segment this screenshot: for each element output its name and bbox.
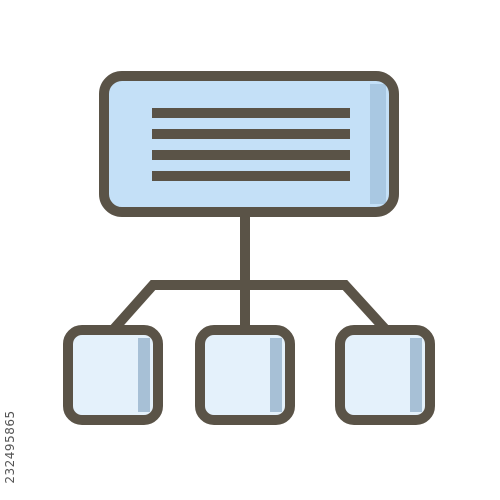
text-line: [152, 108, 350, 118]
text-lines: [152, 108, 350, 181]
top-box: [99, 71, 399, 217]
connector-lines: [109, 212, 390, 334]
child-box-middle: [195, 325, 295, 425]
text-line: [152, 129, 350, 139]
stock-id-label: 232495865: [3, 410, 17, 484]
child-box-right: [335, 325, 435, 425]
text-line: [152, 171, 350, 181]
child-box-left: [63, 325, 163, 425]
text-line: [152, 150, 350, 160]
